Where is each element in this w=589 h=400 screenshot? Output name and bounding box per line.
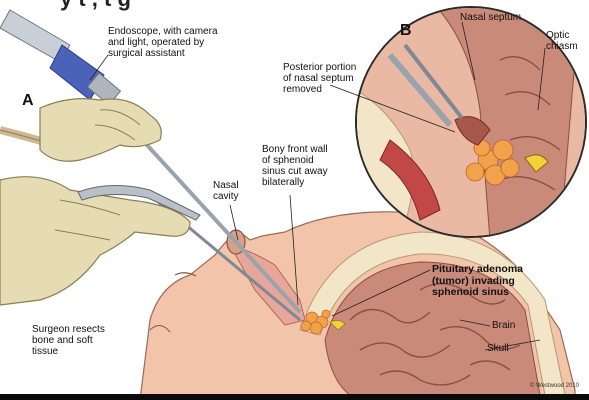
inset-tumor — [465, 139, 520, 186]
surgeon-hand-lower — [0, 176, 191, 306]
panel-a-label: A — [22, 92, 34, 109]
posterior-septum-label: Posterior portion of nasal septum remove… — [283, 62, 357, 95]
surgeon-label: Surgeon resects bone and soft tissue — [32, 324, 105, 357]
endoscope-label: Endoscope, with camera and light, operat… — [108, 26, 218, 59]
bottom-bar — [0, 394, 589, 400]
skull-label: Skull — [487, 343, 509, 354]
title-fragment: y t , t g — [60, 0, 131, 12]
nasal-septum-label: Nasal septum — [460, 12, 522, 23]
bony-wall-label: Bony front wall of sphenoid sinus cut aw… — [262, 144, 328, 188]
brain — [324, 261, 541, 396]
pituitary-adenoma-label: Pituitary adenoma (tumor) invading sphen… — [432, 263, 524, 298]
panel-b-label: B — [400, 22, 412, 39]
copyright: © Westwood 2010 — [530, 383, 580, 389]
tumor — [300, 309, 331, 335]
endoscope — [0, 9, 122, 106]
brain-label: Brain — [492, 320, 516, 331]
optic-chiasm-label: Optic chiasm — [546, 30, 578, 52]
assistant-hand — [39, 98, 162, 162]
nasal-cavity-label: Nasal cavity — [213, 180, 239, 202]
